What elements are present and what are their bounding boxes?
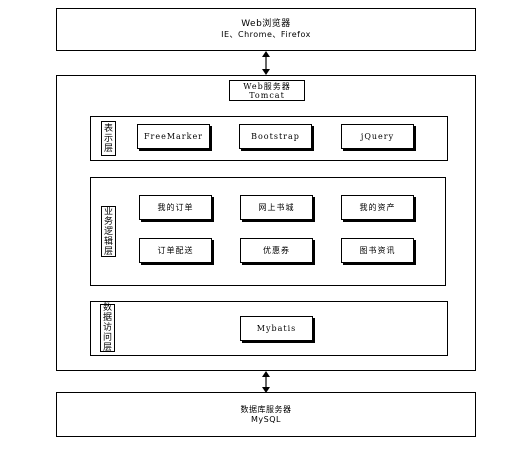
data-access-label-char: 数 bbox=[102, 303, 112, 313]
database-server-box: 数据库服务器 MySQL bbox=[56, 392, 476, 437]
data-access-label-char: 据 bbox=[102, 313, 112, 323]
presentation-label-char: 层 bbox=[103, 143, 113, 154]
web-server-label-box: Web服务器 Tomcat bbox=[229, 80, 305, 101]
data-access-label-char: 层 bbox=[102, 343, 112, 353]
book-news-item: 图书资讯 bbox=[341, 238, 414, 263]
data-access-layer-label: 数 据 访 问 层 bbox=[100, 303, 115, 353]
business-label-char: 逻 bbox=[103, 226, 113, 237]
data-access-label-char: 问 bbox=[102, 333, 112, 343]
web-browser-subtitle: IE、Chrome、Firefox bbox=[221, 30, 311, 39]
web-server-title: Web服务器 bbox=[243, 81, 291, 91]
my-assets-item: 我的资产 bbox=[341, 195, 414, 220]
web-browser-box: Web浏览器 IE、Chrome、Firefox bbox=[56, 8, 476, 51]
mybatis-item: Mybatis bbox=[240, 316, 313, 341]
browser-server-arrow bbox=[262, 51, 270, 75]
server-database-arrow bbox=[262, 371, 270, 393]
presentation-layer-label: 表 示 层 bbox=[101, 121, 116, 156]
order-delivery-item: 订单配送 bbox=[139, 238, 212, 263]
bootstrap-item: Bootstrap bbox=[239, 124, 312, 149]
database-server-subtitle: MySQL bbox=[251, 415, 281, 424]
my-orders-item: 我的订单 bbox=[139, 195, 212, 220]
freemarker-item: FreeMarker bbox=[137, 124, 210, 149]
presentation-label-char: 示 bbox=[103, 133, 113, 144]
web-server-subtitle: Tomcat bbox=[249, 90, 285, 100]
business-label-char: 业 bbox=[103, 206, 113, 217]
business-label-char: 层 bbox=[103, 246, 113, 257]
business-label-char: 辑 bbox=[103, 236, 113, 247]
presentation-label-char: 表 bbox=[103, 123, 113, 134]
online-bookstore-item: 网上书城 bbox=[240, 195, 313, 220]
jquery-item: jQuery bbox=[341, 124, 414, 149]
database-server-title: 数据库服务器 bbox=[240, 405, 292, 414]
web-browser-title: Web浏览器 bbox=[241, 19, 291, 29]
business-layer-box bbox=[90, 177, 446, 286]
business-label-char: 务 bbox=[103, 216, 113, 227]
coupon-item: 优惠券 bbox=[240, 238, 313, 263]
business-layer-label: 业 务 逻 辑 层 bbox=[101, 206, 116, 257]
data-access-label-char: 访 bbox=[102, 323, 112, 333]
